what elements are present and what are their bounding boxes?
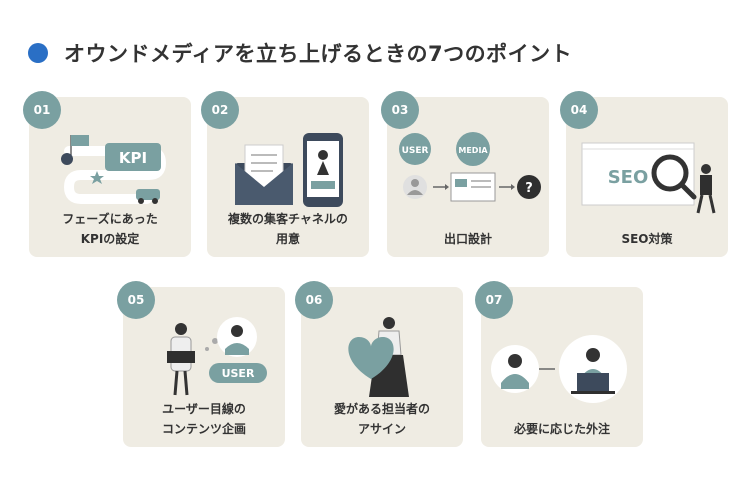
page-title: オウンドメディアを立ち上げるときの7つのポイント [64, 42, 573, 66]
bullet-dot-icon [28, 43, 48, 63]
person-icon [175, 323, 187, 335]
magnifier-icon [651, 154, 689, 192]
card-label: 出口設計 [443, 232, 492, 246]
seo-text: SEO [608, 167, 649, 188]
card-number-badge: 06 [295, 281, 333, 319]
car-icon [136, 189, 160, 200]
point-card-06: 06 愛がある担当者のアサイン [295, 281, 463, 447]
card-label: 愛がある担当者のアサイン [333, 402, 430, 436]
card-number-badge: 01 [23, 91, 61, 129]
flag-icon [71, 135, 89, 146]
kpi-road-illustration: KPI [61, 135, 167, 204]
card-label: 複数の集客チャネルの用意 [228, 212, 348, 246]
point-card-07: 07 必要に応じた外注 [475, 281, 643, 447]
card-number-badge: 05 [117, 281, 155, 319]
star-icon [90, 171, 104, 184]
point-card-02: 02 複数の集客チャネルの用意 [201, 91, 369, 257]
kpi-sign-text: KPI [119, 149, 147, 167]
point-card-04: 04 SEO SEO対策 [560, 91, 728, 257]
card-number-badge: 02 [201, 91, 239, 129]
seo-illustration: SEO [581, 142, 716, 214]
card-number-badge: 07 [475, 281, 513, 319]
card-number-badge: 04 [560, 91, 598, 129]
user-perspective-illustration: USER [167, 317, 267, 396]
point-card-05: 05 USER ユーザー目線のコンテンツ企画 [117, 281, 285, 447]
clock-icon [61, 153, 73, 165]
exit-design-illustration: USER MEDIA ? [399, 132, 541, 202]
channels-illustration [235, 133, 343, 207]
question-icon [517, 175, 541, 199]
svg-text:?: ? [525, 181, 533, 196]
heart-icon [348, 337, 394, 379]
point-card-03: 03 USER MEDIA ? 出口設計 [381, 91, 549, 257]
outsourcing-illustration [491, 335, 627, 403]
media-bubble-text: MEDIA [458, 146, 488, 155]
laptop-icon [577, 373, 609, 391]
contractor-avatar-icon [586, 348, 600, 362]
heart-person-illustration [348, 317, 409, 397]
card-number-badge: 03 [381, 91, 419, 129]
user-tag-text: USER [222, 367, 255, 380]
card-label: 必要に応じた外注 [513, 422, 610, 436]
client-avatar-icon [508, 354, 522, 368]
user-bubble-text: USER [402, 146, 429, 156]
card-label: ユーザー目線のコンテンツ企画 [161, 402, 246, 436]
page-header: オウンドメディアを立ち上げるときの7つのポイント [28, 36, 572, 70]
card-label: SEO対策 [621, 232, 673, 246]
